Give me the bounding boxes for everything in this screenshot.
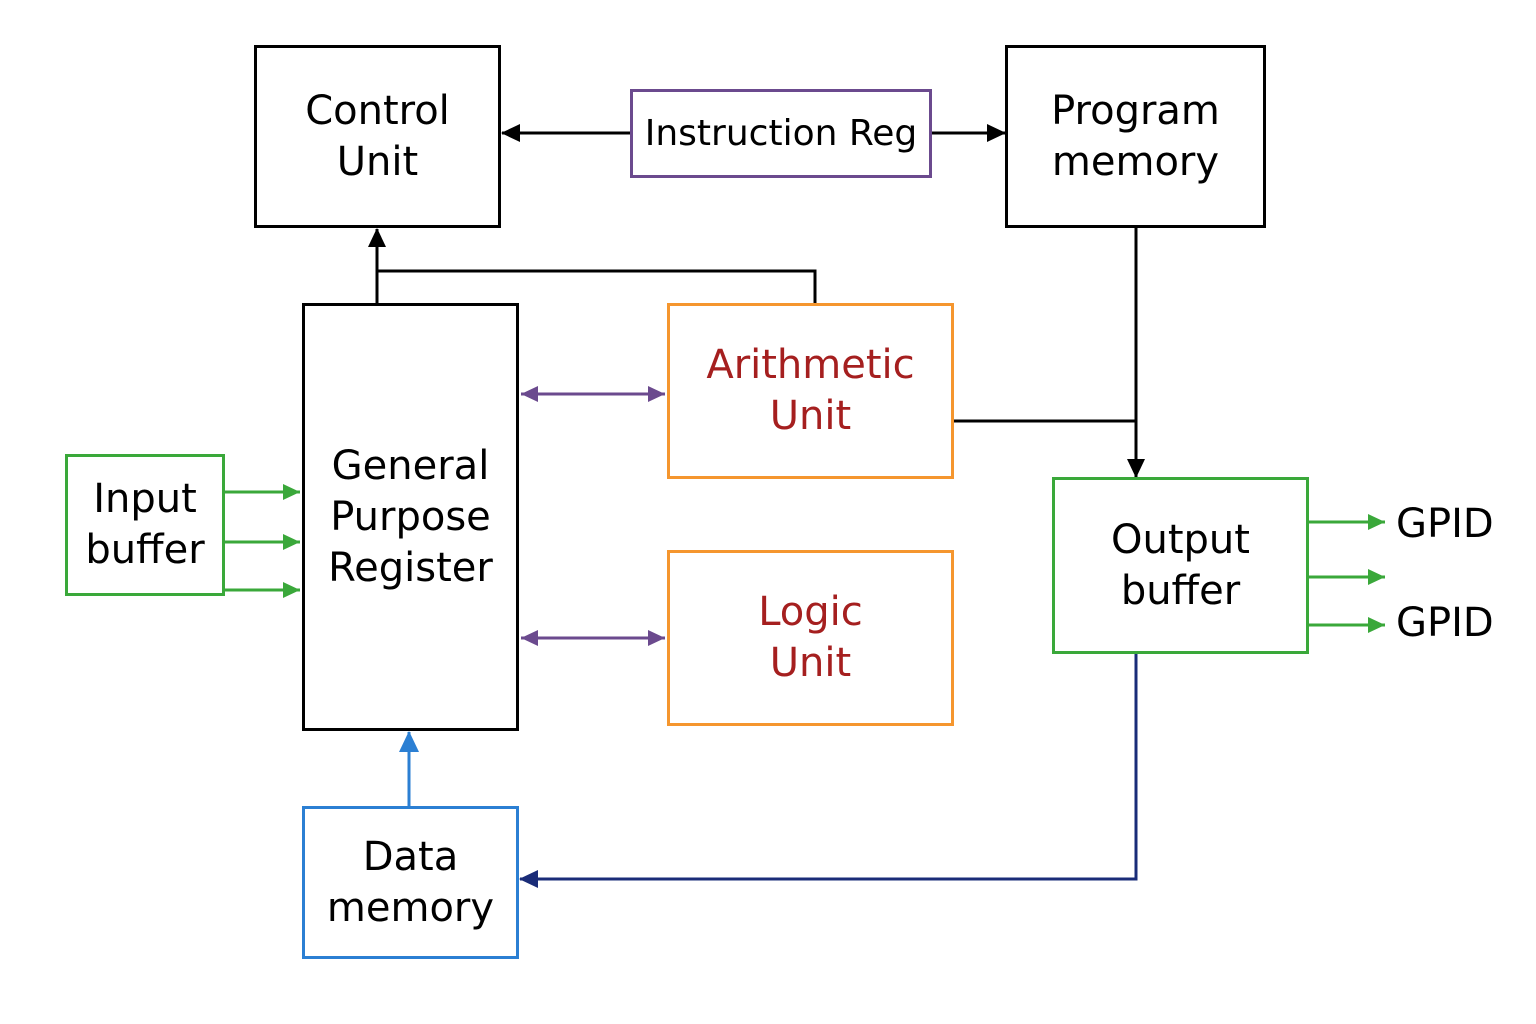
arrow-output-buffer-to-data-memory — [519, 654, 1138, 888]
data-memory-label: Data memory — [326, 833, 495, 931]
program-memory-block: Program memory — [1005, 45, 1266, 228]
data-memory-block: Data memory — [302, 806, 519, 959]
program-memory-label: Program memory — [1051, 87, 1220, 185]
instruction-reg-block: Instruction Reg — [630, 89, 932, 178]
logic-unit-block: Logic Unit — [667, 550, 954, 726]
arithmetic-unit-block: Arithmetic Unit — [667, 303, 954, 479]
general-purpose-register-block: General Purpose Register — [302, 303, 519, 731]
output-buffer-label: Output buffer — [1111, 516, 1250, 614]
gpid-label-bottom: GPID — [1396, 600, 1494, 646]
instruction-reg-label: Instruction Reg — [644, 113, 918, 154]
gpid-label-top: GPID — [1396, 501, 1494, 547]
input-buffer-block: Input buffer — [65, 454, 225, 596]
control-unit-label: Control Unit — [305, 87, 450, 185]
input-buffer-label: Input buffer — [85, 476, 205, 573]
arithmetic-unit-label: Arithmetic Unit — [706, 342, 915, 439]
output-buffer-block: Output buffer — [1052, 477, 1309, 654]
line-arithmetic-unit-to-control-bus — [377, 269, 817, 303]
control-unit-block: Control Unit — [254, 45, 501, 228]
general-purpose-register-label: General Purpose Register — [328, 442, 493, 591]
logic-unit-label: Logic Unit — [758, 589, 863, 686]
